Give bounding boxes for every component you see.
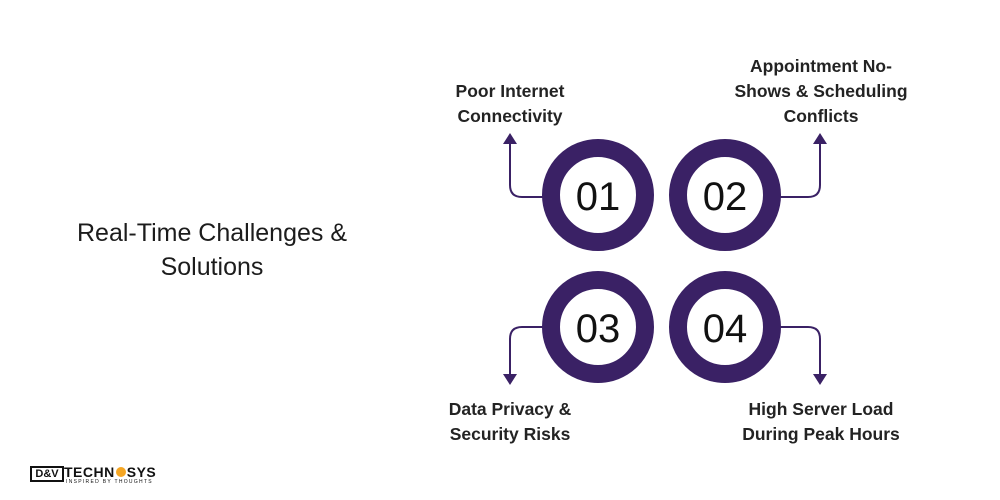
label-02-line2: Shows & Scheduling	[734, 81, 908, 101]
page-title-line2: Solutions	[160, 253, 264, 281]
label-04: High Server Load During Peak Hours	[718, 397, 924, 447]
logo-word-after: SYS	[126, 464, 157, 480]
number-01: 01	[576, 175, 621, 219]
label-01-line2: Connectivity	[457, 106, 563, 126]
ring-02	[669, 139, 781, 251]
label-01: Poor Internet Connectivity	[420, 79, 600, 129]
number-03: 03	[576, 307, 621, 351]
label-03-line2: Security Risks	[449, 424, 571, 444]
label-03-line1: Data Privacy &	[448, 399, 572, 419]
arrow-down-icon	[503, 374, 517, 385]
logo-wordmark: TECHN SYS	[64, 464, 156, 480]
rings	[542, 139, 781, 383]
arrow-up-icon	[503, 133, 517, 144]
arrowheads	[503, 133, 827, 385]
label-02: Appointment No- Shows & Scheduling Confl…	[718, 54, 924, 129]
page-title-line1: Real-Time Challenges &	[76, 219, 348, 247]
label-02-line1: Appointment No-	[750, 56, 892, 76]
label-01-line1: Poor Internet	[455, 81, 565, 101]
logo-circle-icon	[115, 467, 126, 477]
connector-lines	[509, 142, 821, 376]
arrow-down-icon	[813, 374, 827, 385]
logo-tagline: INSPIRED BY THOUGHTS	[66, 479, 153, 485]
connector-03	[509, 326, 548, 376]
logo-word-before: TECHN	[64, 464, 115, 480]
label-04-line2: During Peak Hours	[742, 424, 900, 444]
arrow-up-icon	[813, 133, 827, 144]
ring-01	[542, 139, 654, 251]
label-04-line1: High Server Load	[748, 399, 894, 419]
label-03: Data Privacy & Security Risks	[412, 397, 608, 447]
ring-04	[669, 271, 781, 383]
connector-01	[509, 142, 548, 198]
logo-box: D&V	[30, 466, 64, 482]
number-02: 02	[703, 175, 748, 219]
connector-04	[780, 326, 821, 376]
label-02-line3: Conflicts	[783, 106, 859, 126]
page-title: Real-Time Challenges & Solutions	[40, 216, 384, 284]
connector-02	[780, 142, 821, 198]
number-04: 04	[703, 307, 748, 351]
ring-03	[542, 271, 654, 383]
